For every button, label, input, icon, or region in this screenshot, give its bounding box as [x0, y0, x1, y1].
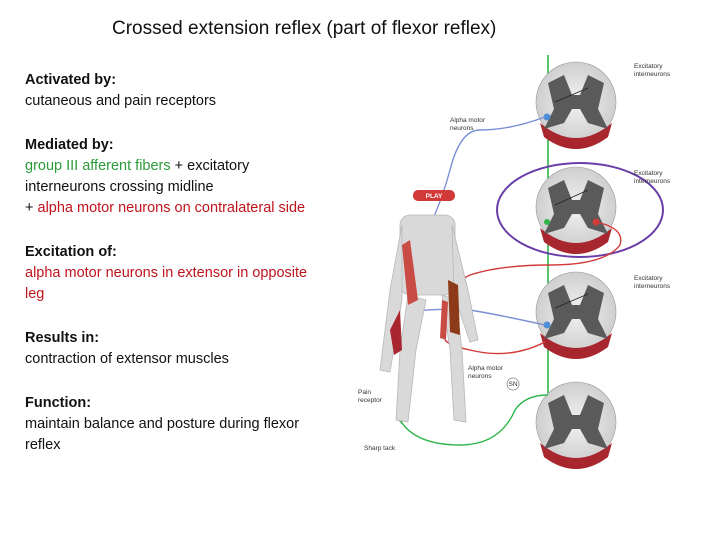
excit-label-1: Excitatory [634, 63, 663, 70]
afferent-path [399, 394, 549, 446]
excit-label-3: Excitatory [634, 275, 663, 282]
highlight-ellipse [496, 162, 664, 258]
body-figure [379, 214, 479, 423]
excitation-text: alpha motor neurons in extensor in oppos… [25, 265, 308, 302]
reflex-diagram: PLAY SN Excitatory interneurons Excitato… [358, 55, 671, 469]
sn-label: SN [508, 381, 517, 388]
results-heading: Results in: [25, 330, 100, 346]
pain-label-b: receptor [358, 397, 383, 404]
excit-label-1b: interneurons [634, 71, 671, 78]
interneuron-markers [543, 87, 600, 329]
mediated-afferent: group III afferent fibers [25, 158, 171, 174]
page-title: Crossed extension reflex (part of flexor… [112, 18, 497, 39]
cord-section-1 [535, 61, 617, 149]
mediated-alpha: alpha motor neurons on contralateral sid… [37, 200, 306, 216]
excit-label-3b: interneurons [634, 283, 671, 290]
sn-badge: SN [506, 377, 520, 391]
results-block: Results in: contraction of extensor musc… [25, 328, 325, 370]
function-heading: Function: [25, 395, 92, 411]
play-button[interactable]: PLAY [413, 190, 455, 201]
alpha-top-label: Alpha motor [450, 117, 486, 124]
mediated-heading: Mediated by: [25, 137, 114, 153]
text-column: Activated by: cutaneous and pain recepto… [25, 70, 325, 479]
excitation-heading: Excitation of: [25, 244, 117, 260]
excit-label-2: Excitatory [634, 170, 663, 177]
alpha-bottom-label-b: neurons [468, 373, 492, 380]
play-label: PLAY [426, 193, 443, 200]
mediated-block: Mediated by: group III afferent fibers +… [25, 135, 325, 219]
mediated-interneurons: + excitatory interneurons crossing midli… [25, 158, 250, 195]
function-block: Function: maintain balance and posture d… [25, 393, 325, 456]
activated-heading: Activated by: [25, 72, 117, 88]
sharp-tack-label: Sharp tack [364, 445, 396, 452]
function-text: maintain balance and posture during flex… [25, 416, 300, 453]
leg-muscles [390, 240, 460, 355]
results-text: contraction of extensor muscles [25, 351, 229, 367]
activated-block: Activated by: cutaneous and pain recepto… [25, 70, 325, 112]
excitation-block: Excitation of: alpha motor neurons in ex… [25, 242, 325, 305]
pain-label: Pain [358, 389, 371, 396]
mediated-plus: + [25, 200, 38, 216]
alpha-top-label-b: neurons [450, 125, 474, 132]
alpha-bottom-label: Alpha motor [468, 365, 504, 372]
mediated-text: group III afferent fibers + excitatory i… [25, 156, 325, 219]
motor-neuron-path-bottom [404, 308, 546, 326]
cord-section-3 [535, 271, 617, 359]
cord-section-2 [535, 166, 617, 254]
cord-section-4 [535, 381, 617, 469]
activated-text: cutaneous and pain receptors [25, 93, 217, 109]
excit-label-2b: interneurons [634, 178, 671, 185]
